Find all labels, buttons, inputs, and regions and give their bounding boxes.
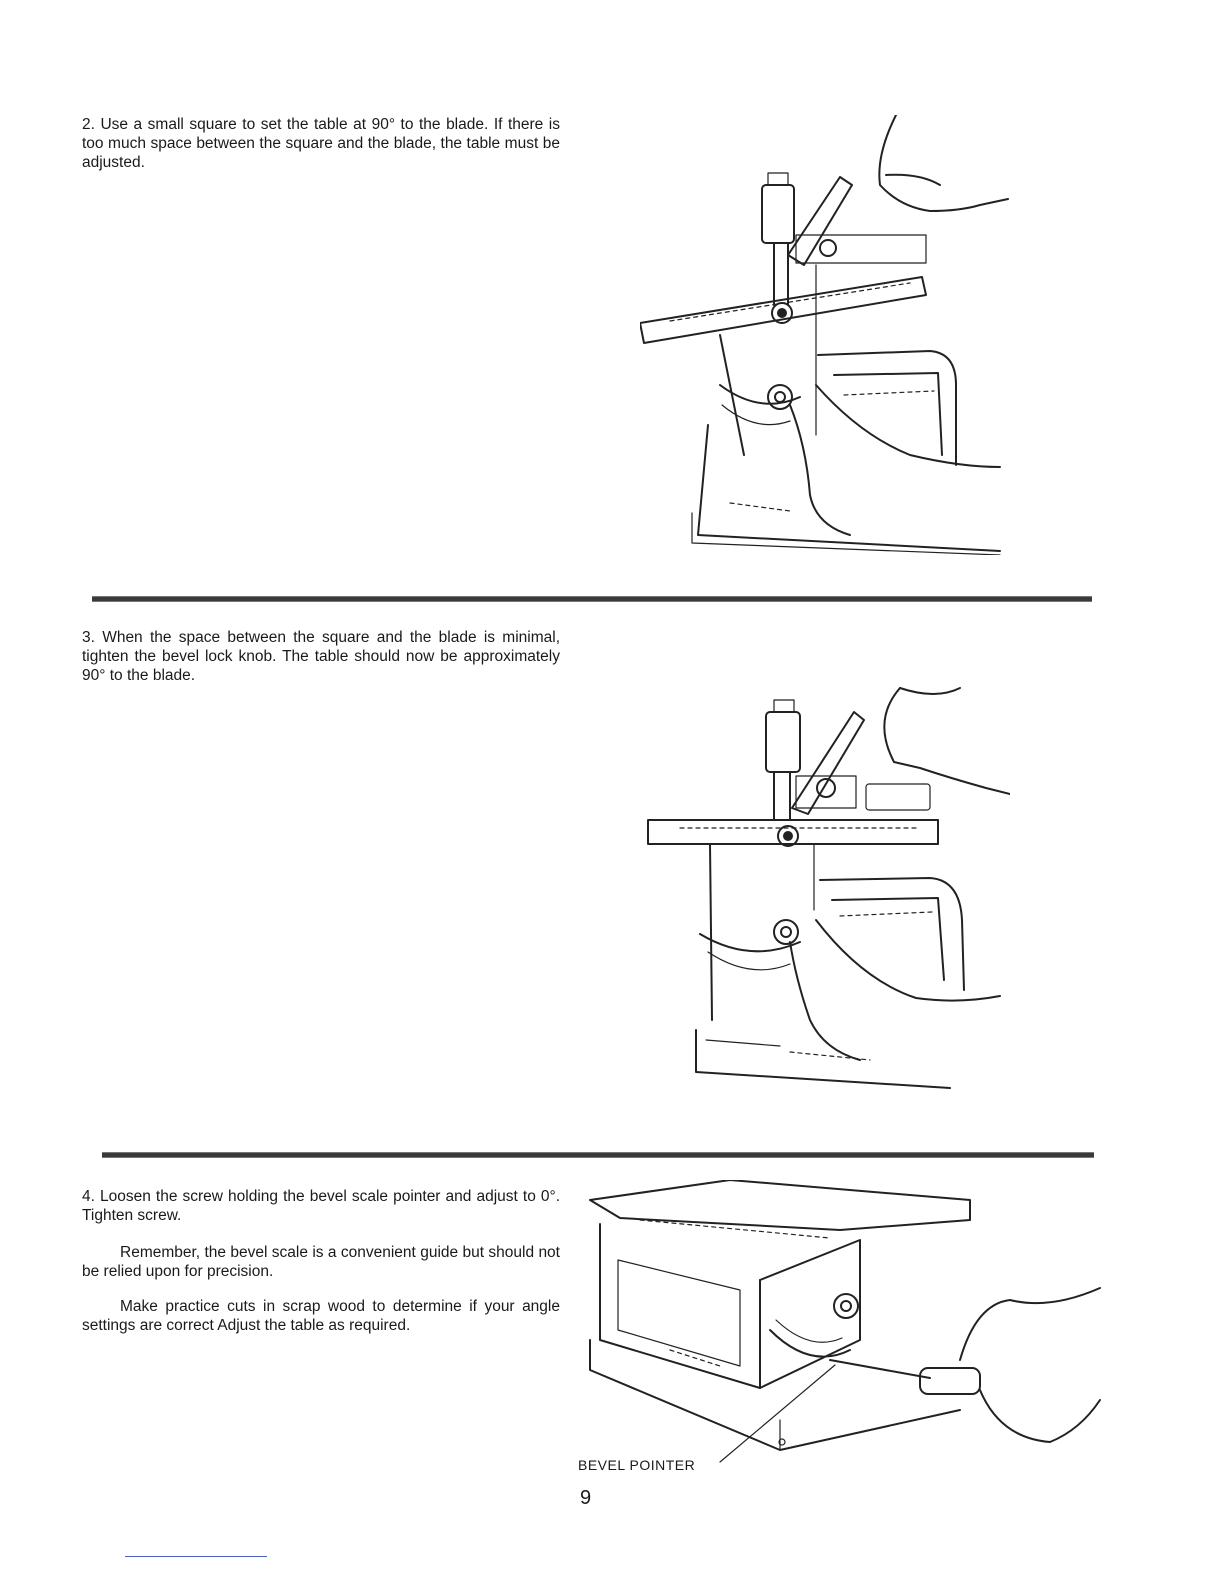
figure-square-check-illustration: [640, 115, 1010, 555]
practice-cuts-note: Make practice cuts in scrap wood to dete…: [82, 1298, 560, 1334]
step-3-text: 3. When the space between the square and…: [82, 629, 560, 684]
bevel-pointer-label: BEVEL POINTER: [578, 1457, 696, 1473]
footer-link-underline: [125, 1556, 267, 1557]
page-number: 9: [580, 1487, 592, 1509]
section-divider-2: [102, 1152, 1094, 1158]
step-2-text: 2. Use a small square to set the table a…: [82, 116, 560, 171]
step-4-text: 4. Loosen the screw holding the bevel sc…: [82, 1188, 560, 1224]
figure-bevel-pointer-illustration: [580, 1180, 1110, 1478]
section-divider-1: [92, 596, 1092, 602]
bevel-scale-note: Remember, the bevel scale is a convenien…: [82, 1244, 560, 1280]
figure-bevel-lock-illustration: [640, 680, 1010, 1090]
